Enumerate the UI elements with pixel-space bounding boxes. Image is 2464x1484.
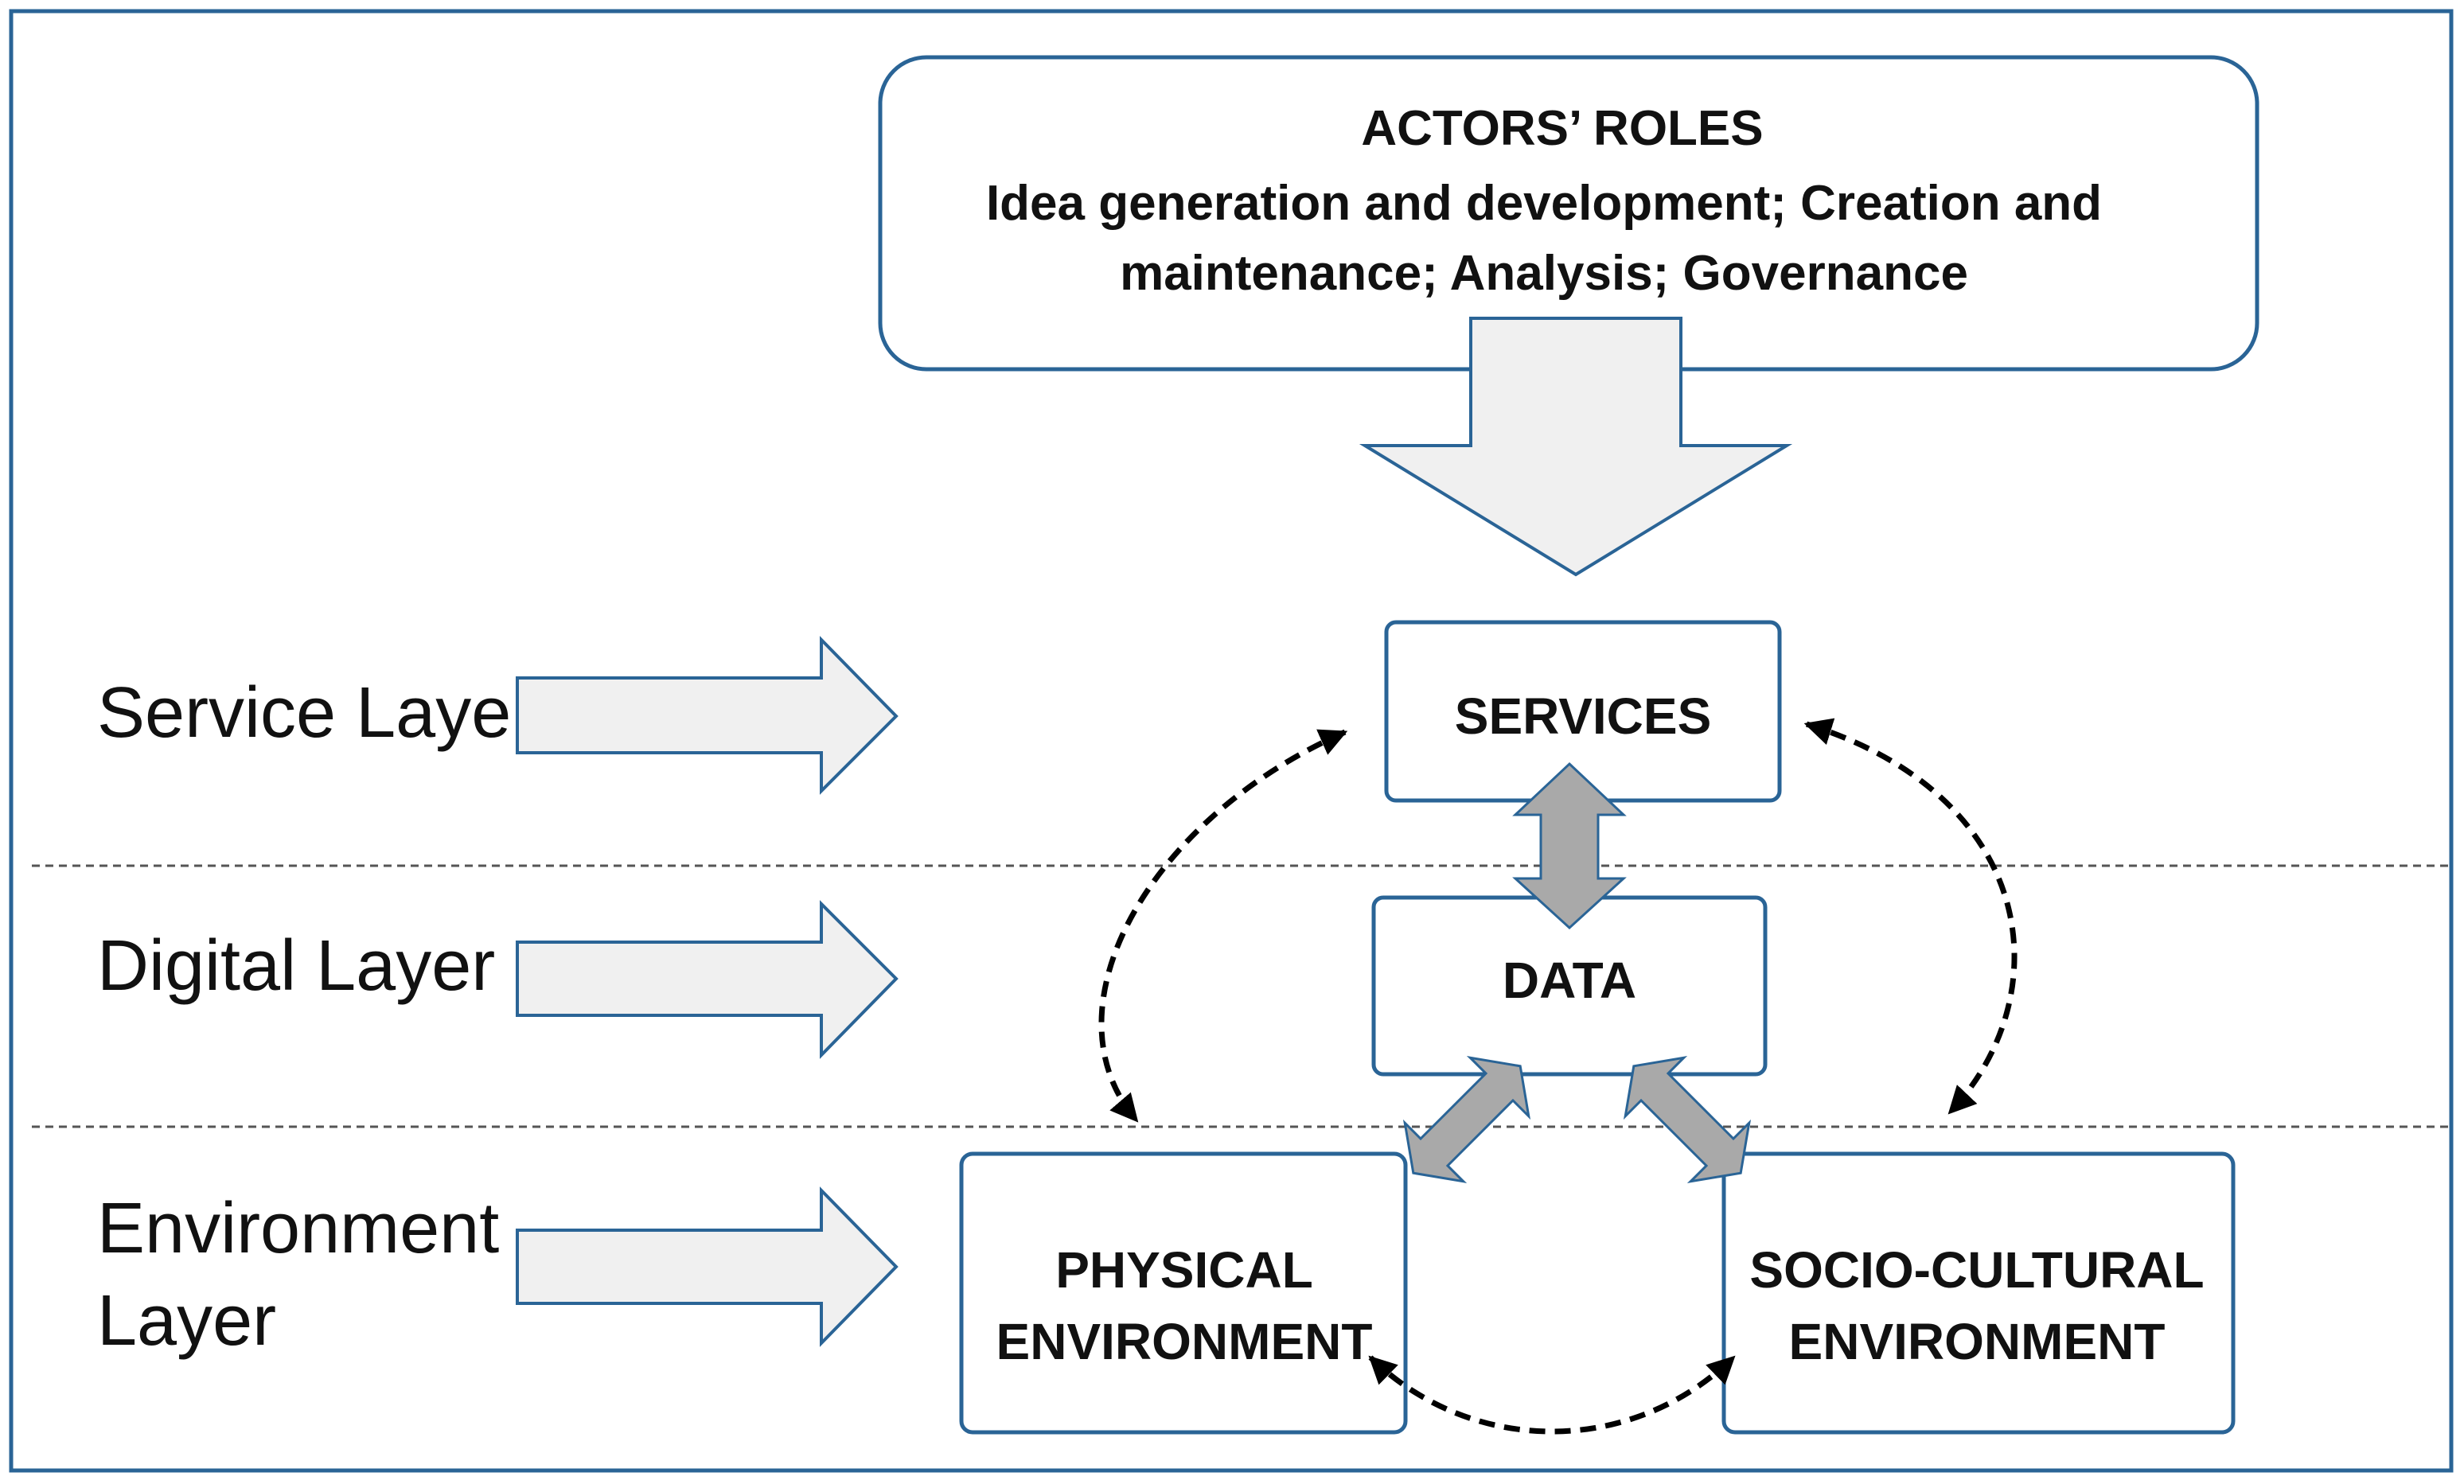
socio-cultural-environment-box	[1721, 1151, 2236, 1435]
services-label: SERVICES	[1455, 687, 1712, 745]
physical-environment-label-line2: ENVIRONMENT	[996, 1313, 1373, 1370]
digital-layer-label: Digital Layer	[97, 926, 495, 1006]
actors-roles-title: ACTORS’ ROLES	[1361, 101, 1763, 156]
environment-layer-label-line1: Environment	[97, 1189, 499, 1268]
socio-cultural-environment-label-line2: ENVIRONMENT	[1789, 1313, 2166, 1370]
services-data-double-arrow	[1512, 761, 1627, 930]
physical-socio-cultural-dashed-arrow	[1368, 1355, 1736, 1435]
physical-environment-label-line1: PHYSICAL	[1055, 1241, 1313, 1299]
physical-environment-box	[959, 1151, 1408, 1435]
actors-down-arrow	[1359, 317, 1793, 577]
data-physical-double-arrow	[1402, 1055, 1531, 1184]
service-layer-label: Service Layer	[97, 673, 535, 753]
services-socio-cultural-dashed-arrow	[1803, 718, 2018, 1115]
actors-roles-line2: maintenance; Analysis; Governance	[1120, 246, 1968, 301]
environment-layer-arrow	[516, 1186, 899, 1347]
environment-layer-label-line2: Layer	[97, 1281, 276, 1361]
digital-layer-arrow	[516, 900, 899, 1059]
service-layer-arrow	[516, 636, 899, 795]
data-label: DATA	[1503, 952, 1636, 1009]
services-physical-dashed-arrow	[1098, 729, 1348, 1123]
actors-roles-line1: Idea generation and development; Creatio…	[986, 176, 2102, 231]
socio-cultural-environment-label-line1: SOCIO-CULTURAL	[1749, 1241, 2204, 1299]
data-socio-cultural-double-arrow	[1623, 1055, 1752, 1184]
